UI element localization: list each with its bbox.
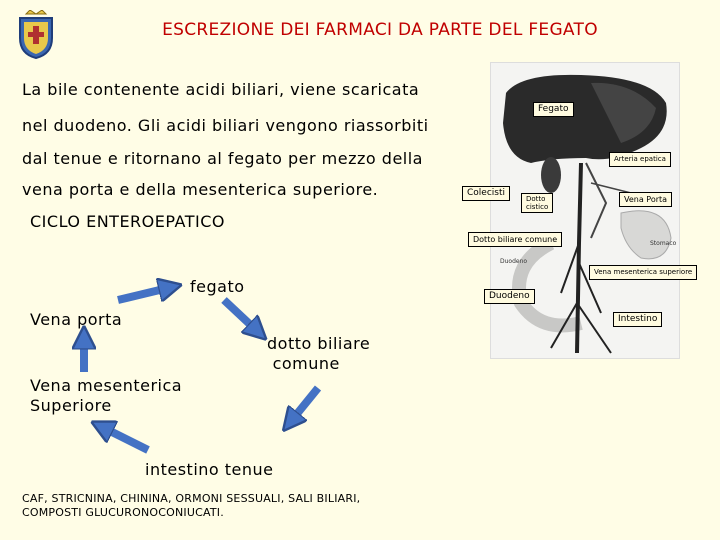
figure-label-vena-porta: Vena Porta	[619, 192, 672, 207]
figure-label-colecisti: Colecisti	[462, 186, 510, 201]
footer-line-2: COMPOSTI GLUCURONOCONIUCATI.	[22, 506, 360, 520]
arrow-fegato-to-dotto	[224, 300, 256, 330]
figure-label-duodeno-small: Duodeno	[500, 258, 527, 265]
arrow-dotto-to-intestino	[292, 388, 318, 420]
figure-label-stomaco: Stomaco	[650, 240, 676, 247]
figure-label-vena-mesenterica-superiore: Vena mesenterica superiore	[589, 265, 697, 280]
arrow-intestino-to-mesenterica	[104, 428, 148, 450]
figure-label-intestino: Intestino	[613, 312, 662, 327]
figure-label-duodeno: Duodeno	[484, 289, 535, 304]
arrow-vena-porta-to-fegato	[118, 288, 168, 300]
figure-label-dotto-cistico: Dotto cistico	[521, 193, 553, 213]
figure-label-fegato: Fegato	[533, 102, 574, 117]
figure-label-dotto-biliare-comune: Dotto biliare comune	[468, 232, 562, 247]
figure-label-arteria-epatica: Arteria epatica	[609, 152, 671, 167]
footer-line-1: CAF, STRICNINA, CHININA, ORMONI SESSUALI…	[22, 492, 360, 506]
footer-text: CAF, STRICNINA, CHININA, ORMONI SESSUALI…	[22, 492, 360, 520]
